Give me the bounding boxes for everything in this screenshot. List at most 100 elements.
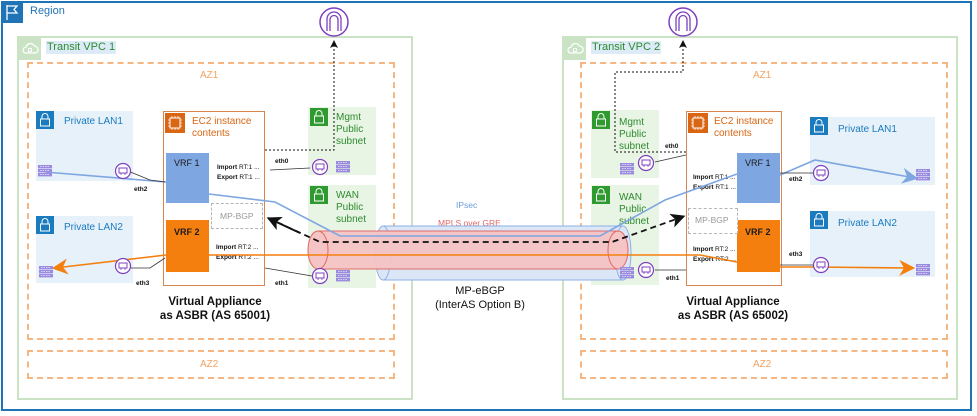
subnet-label: WAN Public subnet (619, 192, 649, 228)
subnet-label: Mgmt Public subnet (336, 112, 366, 148)
import-label: Import (216, 244, 237, 251)
lock-icon (36, 111, 54, 129)
ec2-label: EC2 instance contents (714, 116, 773, 140)
label-line: contents (192, 128, 230, 139)
import-label: Import (693, 246, 714, 253)
ec2-chip-icon (688, 113, 708, 133)
vrf1-route-targets: Import RT:1 ... Export RT:1 ... (217, 163, 260, 183)
lock-icon (592, 111, 610, 129)
label-line: WAN (336, 190, 359, 201)
vrf2-route-targets: Import RT:2 ... Export RT:2 ... (216, 243, 259, 263)
lock-icon (810, 211, 828, 229)
network-interface-icon (311, 158, 329, 176)
mp-bgp-box (211, 203, 263, 229)
availability-zone-az2 (27, 350, 395, 379)
vrf2-block (737, 220, 780, 272)
label-line: WAN (619, 192, 642, 203)
flag-icon (1, 1, 23, 23)
import-rt: RT:2 ... (238, 244, 259, 251)
vrf1-block (737, 153, 780, 203)
vrf1-path (44, 171, 738, 237)
lock-icon (36, 216, 54, 234)
label-line: Public (619, 204, 647, 215)
eth0-label: eth0 (275, 158, 289, 165)
label-line: Public (336, 124, 364, 135)
appliance-label: Virtual Appliance as ASBR (AS 65002) (658, 295, 808, 323)
peering-label: MP-eBGP (InterAS Option B) (405, 284, 555, 312)
eth2-label: eth2 (789, 176, 803, 183)
eth2-label: eth2 (134, 186, 148, 193)
az-label: AZ1 (753, 70, 772, 81)
transit-vpc-2 (562, 36, 958, 400)
label-line: subnet (619, 141, 650, 152)
lock-icon (310, 108, 328, 126)
vrf-label: VRF 1 (745, 158, 771, 168)
availability-zone-az1 (27, 62, 395, 340)
import-label: Import (217, 164, 238, 171)
internet-gateway-icon (668, 7, 698, 37)
vrf-label: VRF 1 (174, 158, 200, 168)
label-line: Public (336, 202, 364, 213)
server-icon (916, 169, 930, 181)
label-line: EC2 instance (192, 116, 252, 127)
label-line: EC2 instance (714, 116, 774, 127)
eth3-label: eth3 (136, 280, 150, 287)
label-line: contents (714, 128, 752, 139)
mgmt-path-2 (614, 40, 687, 153)
export-rt: RT:2 ... (238, 254, 259, 261)
mp-ebgp-session (267, 213, 686, 243)
ipsec-label: IPsec (456, 200, 478, 210)
label-line: Virtual Appliance (168, 296, 262, 308)
eth0-link (269, 167, 311, 171)
export-label: Export (217, 174, 238, 181)
mgmt-path-1 (265, 40, 338, 151)
export-label: Export (693, 256, 714, 263)
label-line: MP-eBGP (455, 285, 505, 297)
vrf1-path-right (779, 159, 919, 184)
availability-zone-az2 (580, 350, 948, 379)
vpc-cloud-icon (19, 38, 41, 60)
vrf2-path-right (780, 259, 916, 276)
eth1-label: eth1 (666, 275, 680, 282)
import-label: Import (693, 174, 714, 181)
network-interface-icon (637, 154, 655, 172)
vpc-label: Transit VPC 2 (591, 41, 662, 54)
vrf2-path-main (166, 254, 738, 263)
server-icon (38, 165, 52, 177)
label-line: subnet (619, 216, 650, 227)
network-interface-icon (114, 162, 132, 180)
network-interface-icon (812, 256, 830, 274)
ec2-label: EC2 instance contents (192, 116, 251, 140)
az-label: AZ2 (200, 359, 219, 370)
subnet-label: Mgmt Public subnet (619, 117, 649, 153)
az-label: AZ1 (200, 70, 219, 81)
label-line: subnet (336, 214, 367, 225)
server-icon (620, 163, 634, 175)
subnet-label: Private LAN2 (64, 222, 123, 233)
vrf-label: VRF 2 (745, 227, 771, 237)
vpc-label: Transit VPC 1 (46, 41, 117, 54)
server-icon (916, 264, 930, 276)
eth1-label: eth1 (275, 280, 289, 287)
vrf2-path (51, 254, 167, 275)
eth3-label: eth3 (789, 251, 803, 258)
eth1-link (264, 267, 313, 277)
label-line: (InterAS Option B) (435, 299, 525, 311)
vrf1-block (166, 153, 209, 203)
lock-icon (810, 117, 828, 135)
internet-gateway-icon (319, 7, 349, 37)
export-label: Export (216, 254, 237, 261)
network-interface-icon (637, 261, 655, 279)
transit-vpc-1 (17, 36, 413, 400)
appliance-label: Virtual Appliance as ASBR (AS 65001) (140, 295, 290, 323)
mpls-over-gre-label: MPLS over GRE (438, 218, 501, 228)
vpc-cloud-icon (564, 38, 586, 60)
vrf-label: VRF 2 (174, 227, 200, 237)
label-line: subnet (336, 136, 367, 147)
server-icon (336, 270, 350, 282)
subnet-label: Private LAN2 (838, 218, 897, 229)
region-label: Region (30, 5, 65, 17)
mpls-gre-tunnel (307, 230, 629, 270)
label-line: Public (619, 129, 647, 140)
